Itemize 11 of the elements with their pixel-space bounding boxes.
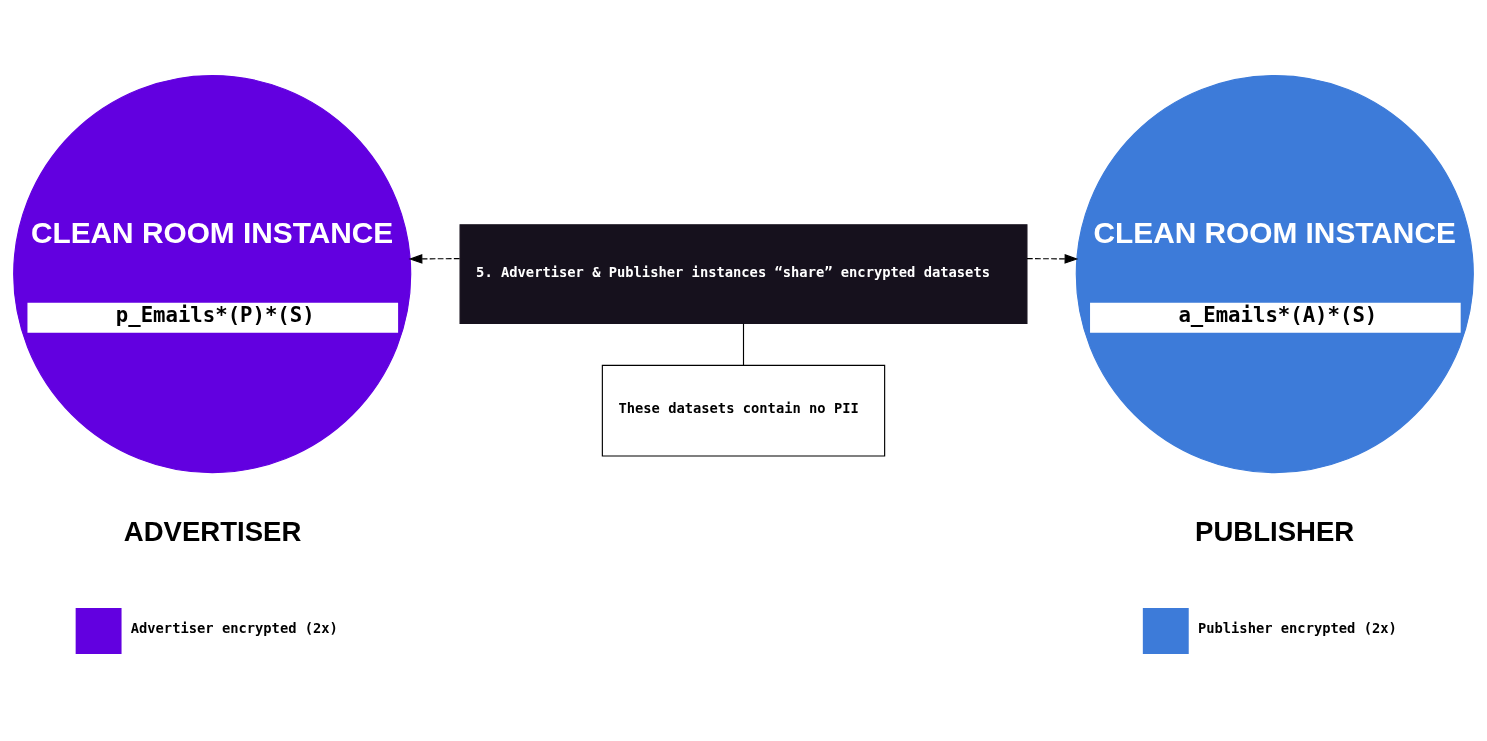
- node-label: ADVERTISER: [123, 515, 302, 547]
- node-circle: CLEAN ROOM INSTANCE a_Emails*(A)*(S): [1075, 75, 1474, 474]
- node-circle: CLEAN ROOM INSTANCE p_Emails*(P)*(S): [13, 75, 412, 474]
- node-box: 5. Advertiser & Publisher instances “share” encrypted datasets: [459, 224, 1028, 325]
- node-label: PUBLISHER: [1195, 515, 1355, 547]
- node-box: These datasets contain no PII: [601, 364, 886, 457]
- legend-label: Advertiser encrypted (2x): [130, 620, 338, 637]
- connector: [742, 323, 745, 366]
- arrow: [1026, 254, 1079, 264]
- legend-label: Publisher encrypted (2x): [1197, 620, 1397, 637]
- arrow: [408, 254, 461, 264]
